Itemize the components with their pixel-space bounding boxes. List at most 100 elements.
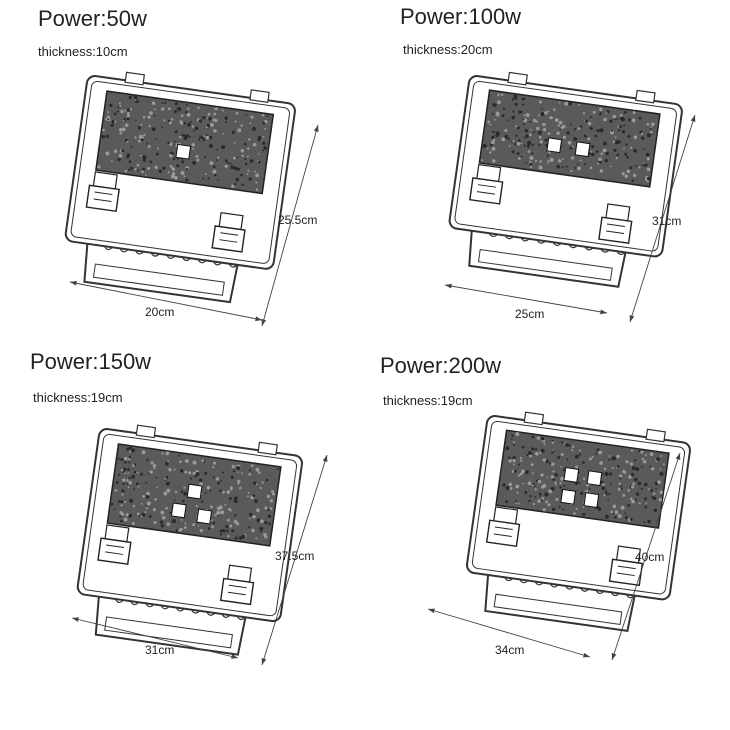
mesh-dot xyxy=(538,143,541,146)
mesh-dot xyxy=(526,454,529,457)
mesh-dot xyxy=(138,515,141,518)
mesh-dot xyxy=(525,113,530,118)
mesh-dot xyxy=(539,140,543,144)
mesh-dot xyxy=(532,502,536,506)
mesh-dot xyxy=(627,489,631,492)
mesh-dot xyxy=(137,126,142,130)
mesh-dot xyxy=(262,136,265,138)
mesh-dot xyxy=(129,446,132,450)
mesh-dot xyxy=(545,500,548,504)
mesh-dot xyxy=(197,525,200,527)
floodlight-body xyxy=(76,424,303,656)
mesh-dot xyxy=(249,122,252,125)
mesh-dot xyxy=(213,112,217,116)
thickness-label: thickness:20cm xyxy=(403,42,493,57)
mesh-dot xyxy=(486,147,489,150)
width-dimension-label: 31cm xyxy=(145,643,174,657)
mesh-dot xyxy=(638,502,641,505)
mesh-dot xyxy=(132,504,136,508)
mesh-dot xyxy=(649,465,652,468)
mesh-dot xyxy=(558,159,562,163)
mesh-dot xyxy=(235,111,239,115)
floodlight-icon: 34cm 40cm xyxy=(427,411,691,661)
mesh-dot xyxy=(511,434,514,437)
product-panel-150w: Power:150w thickness:19cm 31cm 37.5cm xyxy=(0,345,365,685)
dimension-arrow-icon xyxy=(427,608,591,658)
mesh-dot xyxy=(532,118,537,123)
mesh-dot xyxy=(169,511,172,514)
mesh-dot xyxy=(174,102,178,106)
dimension-arrow-icon xyxy=(611,452,681,661)
led-chip-icon xyxy=(583,492,600,508)
mesh-dot xyxy=(144,511,147,514)
mesh-dot xyxy=(570,169,573,173)
mesh-dot xyxy=(140,138,144,142)
mesh-dot xyxy=(206,117,209,120)
mesh-dot xyxy=(155,486,158,489)
mesh-dot xyxy=(141,512,146,517)
mesh-dot xyxy=(529,160,532,164)
power-label: Power:100w xyxy=(400,4,522,29)
mesh-dot xyxy=(252,126,256,131)
mesh-dot xyxy=(171,174,175,179)
mesh-dot xyxy=(659,472,664,477)
mesh-dot xyxy=(248,472,252,476)
mesh-dot xyxy=(640,132,644,135)
mesh-dot xyxy=(229,524,233,528)
clamp-body xyxy=(608,558,644,587)
mesh-dot xyxy=(624,516,628,520)
mesh-dot xyxy=(657,480,662,485)
mesh-dot xyxy=(520,459,523,462)
mesh-dot xyxy=(107,118,110,121)
mesh-dot xyxy=(145,495,150,499)
mesh-dot xyxy=(122,482,125,485)
mesh-dot xyxy=(516,141,521,146)
mesh-dot xyxy=(537,130,542,135)
mesh-dot xyxy=(171,167,174,170)
mesh-dot xyxy=(191,125,195,128)
mesh-dot xyxy=(605,151,609,156)
mesh-dot xyxy=(652,496,657,501)
mesh-dot xyxy=(213,129,217,133)
mesh-dot xyxy=(208,135,213,140)
mesh-dot xyxy=(250,115,254,119)
mesh-dot xyxy=(163,119,166,122)
mesh-dot xyxy=(118,102,121,105)
mesh-dot xyxy=(524,491,528,494)
mesh-dot xyxy=(582,112,586,115)
mesh-dot xyxy=(585,489,589,493)
mesh-dot xyxy=(576,163,579,166)
mesh-dot xyxy=(602,473,604,476)
mesh-dot xyxy=(519,472,523,476)
floodlight-icon: 31cm 37.5cm xyxy=(71,424,328,666)
mesh-dot xyxy=(644,163,648,167)
mesh-dot xyxy=(117,157,121,162)
mesh-dot xyxy=(599,107,603,111)
mesh-dot xyxy=(644,497,647,501)
mesh-dot xyxy=(562,508,565,511)
mesh-dot xyxy=(201,459,205,462)
mesh-dot xyxy=(558,505,561,509)
mesh-dot xyxy=(641,457,645,461)
mesh-dot xyxy=(233,182,237,186)
clamp-body xyxy=(97,537,132,565)
mesh-dot xyxy=(194,126,199,131)
mesh-dot xyxy=(599,461,603,465)
clamp-line xyxy=(227,591,246,596)
mesh-dot xyxy=(616,118,619,121)
product-panel-50w: Power:50w thickness:10cm 20cm 25.5cm xyxy=(0,0,365,340)
mesh-dot xyxy=(234,166,239,171)
mesh-dot xyxy=(215,477,220,481)
mesh-dot xyxy=(114,489,118,492)
mesh-dot xyxy=(134,136,137,139)
mesh-dot xyxy=(136,512,140,516)
mesh-dot xyxy=(645,502,648,505)
mesh-dot xyxy=(638,449,641,453)
mesh-dot xyxy=(635,492,640,496)
mesh-dot xyxy=(233,519,238,524)
mesh-dot xyxy=(120,468,124,472)
mesh-dot xyxy=(508,482,513,487)
mesh-dot xyxy=(204,156,207,159)
mesh-dot xyxy=(487,120,490,124)
mesh-dot xyxy=(633,135,638,140)
